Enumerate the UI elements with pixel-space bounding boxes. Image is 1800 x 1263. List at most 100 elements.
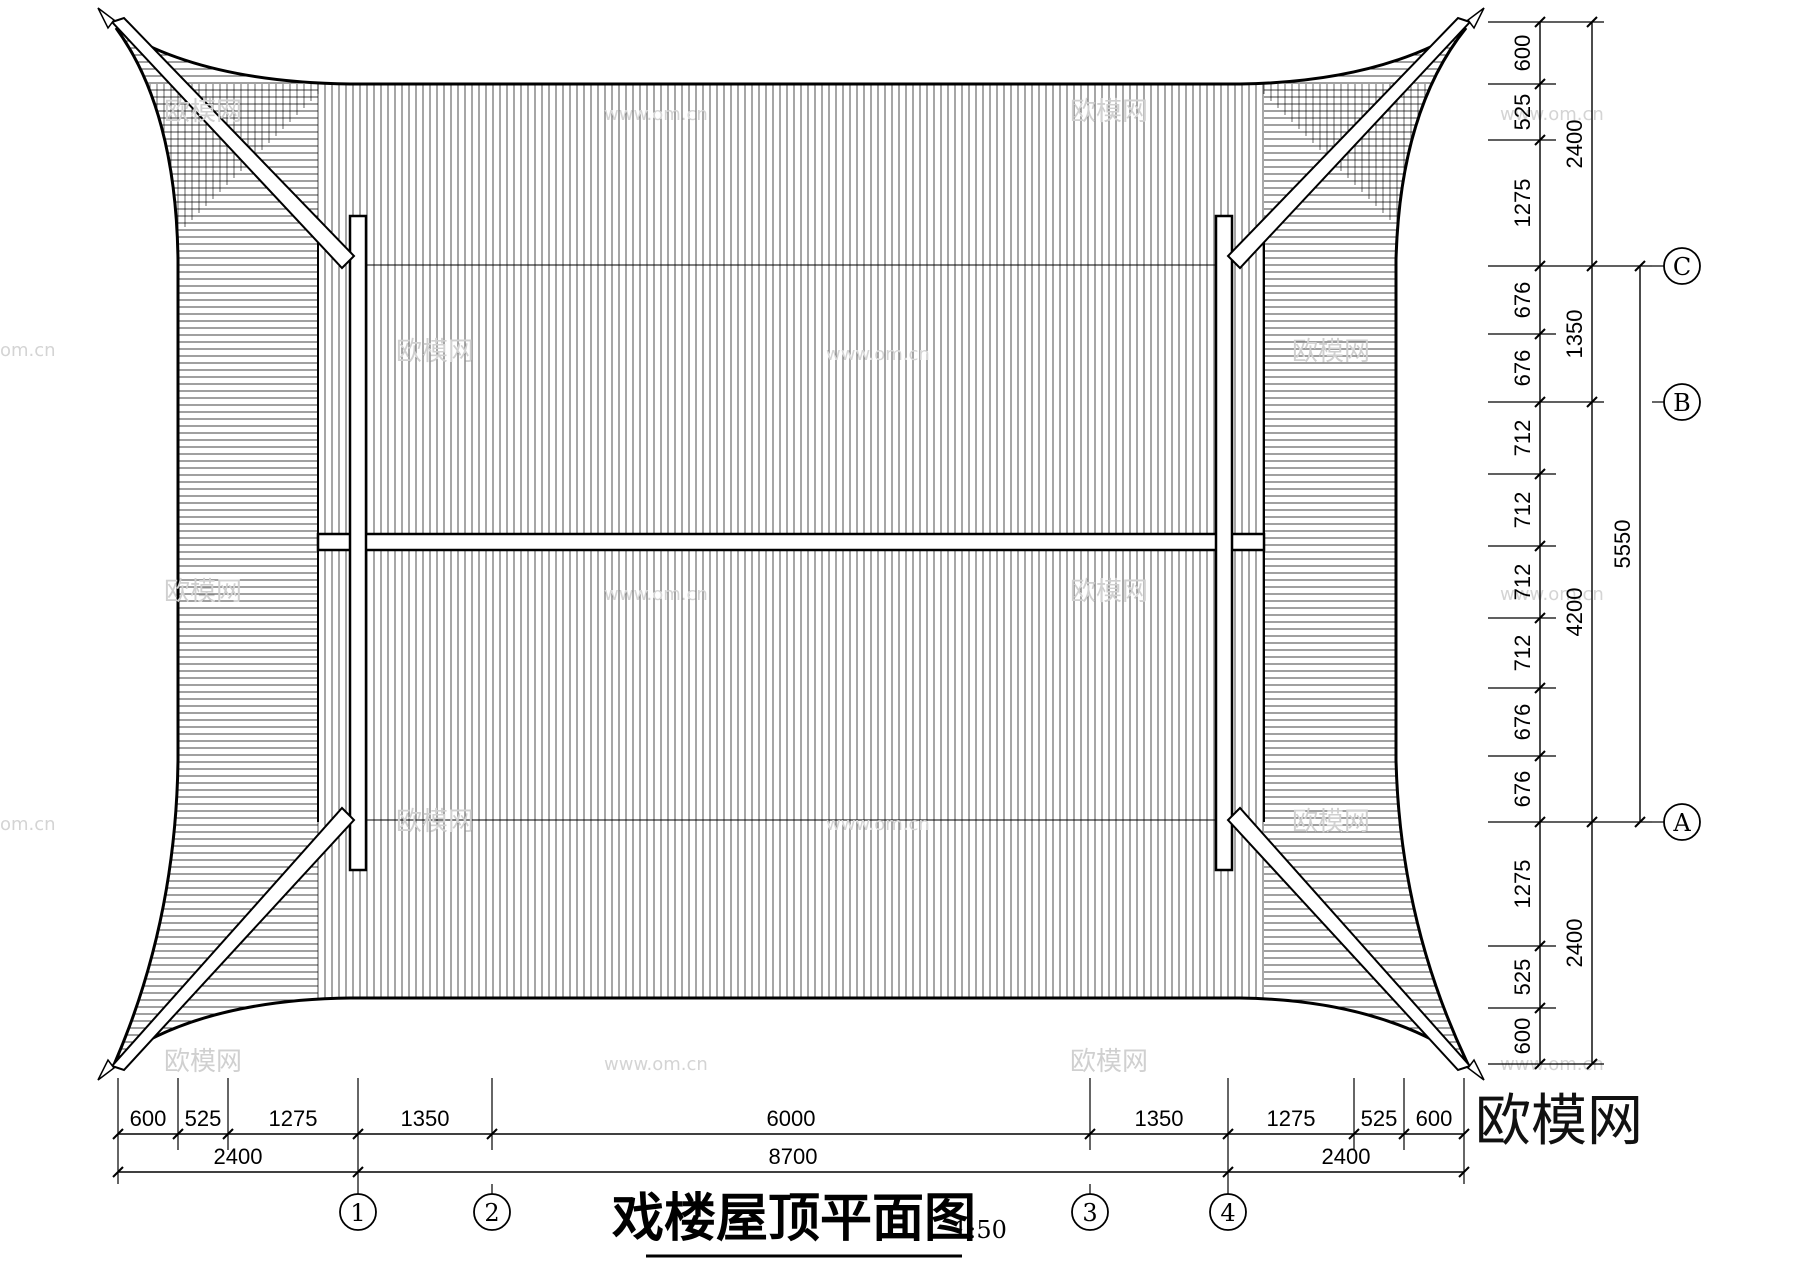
faint-url-watermark: om.cn <box>0 814 56 835</box>
dimension-label: 600 <box>1510 35 1535 72</box>
dimension-label: 2400 <box>1562 120 1587 169</box>
dimension-label: 2400 <box>1322 1144 1371 1169</box>
dimension-label: 712 <box>1510 635 1535 672</box>
axis-label: 1 <box>350 1199 365 1227</box>
axis-label: A <box>1672 809 1691 837</box>
dimension-tick <box>352 1166 364 1178</box>
dimension-tick <box>1398 1128 1410 1140</box>
faint-brand-watermark: 欧模网 <box>164 577 242 607</box>
dimension-tick <box>1222 1128 1234 1140</box>
dimension-label: 525 <box>1361 1106 1398 1131</box>
axis-label: 4 <box>1220 1199 1235 1227</box>
faint-url-watermark: www.om.cn <box>826 814 930 835</box>
dimension-tick <box>112 1166 124 1178</box>
dimension-tick <box>1534 134 1546 146</box>
dimension-tick <box>1534 78 1546 90</box>
dimension-label: 676 <box>1510 282 1535 319</box>
faint-url-watermark: www.om.cn <box>1500 584 1604 605</box>
dimension-tick <box>1348 1128 1360 1140</box>
drawing-scale: 1:50 <box>953 1216 1007 1244</box>
dimension-tick <box>352 1128 364 1140</box>
dimension-tick <box>1534 396 1546 408</box>
axis-bubble <box>339 1193 377 1231</box>
gable-beams <box>348 214 1234 872</box>
dimension-tick <box>1534 940 1546 952</box>
dimension-label: 712 <box>1510 492 1535 529</box>
axis-bubble <box>1663 383 1701 421</box>
faint-brand-watermark: 欧模网 <box>1292 337 1370 367</box>
faint-url-watermark: www.om.cn <box>1500 104 1604 125</box>
dimension-label: 600 <box>130 1106 167 1131</box>
dimension-tick <box>1534 16 1546 28</box>
dimension-tick <box>1084 1128 1096 1140</box>
dimension-tick <box>1586 816 1598 828</box>
axis-bubble <box>1071 1193 1109 1231</box>
dimension-tick <box>1534 468 1546 480</box>
main-ridge <box>316 532 1266 552</box>
dimension-label: 1275 <box>269 1106 318 1131</box>
dimension-tick <box>1634 260 1646 272</box>
faint-brand-watermark: 欧模网 <box>164 1047 242 1077</box>
dimension-tick <box>1534 816 1546 828</box>
dimension-label: 6000 <box>767 1106 816 1131</box>
dimension-label: 1350 <box>401 1106 450 1131</box>
dimension-tick <box>172 1128 184 1140</box>
dimension-label: 1350 <box>1562 310 1587 359</box>
dimension-label: 2400 <box>1562 919 1587 968</box>
drawing-title-block: 戏楼屋顶平面图 1:50 <box>612 1188 1007 1258</box>
dimension-tick <box>1586 16 1598 28</box>
faint-url-watermark: www.om.cn <box>604 1054 708 1075</box>
dimension-tick <box>1534 612 1546 624</box>
axis-label: 2 <box>484 1199 499 1227</box>
dimension-label: 525 <box>185 1106 222 1131</box>
dimension-label: 600 <box>1416 1106 1453 1131</box>
roof-corner-tips <box>97 7 1485 1081</box>
axis-label: 3 <box>1082 1199 1097 1227</box>
faint-brand-watermark: 欧模网 <box>396 337 474 367</box>
dimension-label: 676 <box>1510 350 1535 387</box>
dimension-label: 676 <box>1510 704 1535 741</box>
dimension-label: 1350 <box>1135 1106 1184 1131</box>
dimension-label: 5550 <box>1610 520 1635 569</box>
right-dimension-chain: 6005251275676676712712712712676676127552… <box>1488 16 1652 1070</box>
drawing-title: 戏楼屋顶平面图 <box>612 1188 976 1249</box>
dimension-tick <box>1586 1058 1598 1070</box>
axis-bubble <box>1663 803 1701 841</box>
dimension-tick <box>1534 682 1546 694</box>
dimension-label: 525 <box>1510 94 1535 131</box>
axis-bubble <box>1209 1193 1247 1231</box>
dimension-tick <box>1534 1002 1546 1014</box>
dimension-label: 1275 <box>1510 179 1535 228</box>
faint-url-watermark: www.om.cn <box>604 584 708 605</box>
axis-label: B <box>1673 389 1691 417</box>
hip-ridges <box>110 16 1472 1072</box>
faint-brand-watermark: 欧模网 <box>164 97 242 127</box>
roof-outline <box>112 26 1470 1065</box>
axis-bubble <box>1663 247 1701 285</box>
dimension-tick <box>1634 816 1646 828</box>
dimension-label: 1275 <box>1510 860 1535 909</box>
brand-watermark: 欧模网 <box>1475 1089 1643 1154</box>
faint-brand-watermark: 欧模网 <box>396 807 474 837</box>
axis-label: C <box>1673 253 1691 281</box>
axis-markers: 1 2 3 4 C B A <box>339 247 1701 1231</box>
dimension-tick <box>1534 750 1546 762</box>
faint-url-watermark: www.om.cn <box>826 344 930 365</box>
faint-url-watermark: om.cn <box>0 340 56 361</box>
dimension-tick <box>222 1128 234 1140</box>
dimension-label: 4200 <box>1562 588 1587 637</box>
dimension-tick <box>1534 540 1546 552</box>
dimension-tick <box>1534 260 1546 272</box>
faint-brand-watermark: 欧模网 <box>1070 97 1148 127</box>
dimension-label: 676 <box>1510 771 1535 808</box>
dimension-tick <box>1458 1128 1470 1140</box>
roof-inner-lines <box>317 240 1265 822</box>
dimension-label: 525 <box>1510 959 1535 996</box>
roof-plan <box>97 7 1485 1081</box>
dimension-tick <box>1222 1166 1234 1178</box>
dimension-tick <box>486 1128 498 1140</box>
dimension-tick <box>1586 396 1598 408</box>
